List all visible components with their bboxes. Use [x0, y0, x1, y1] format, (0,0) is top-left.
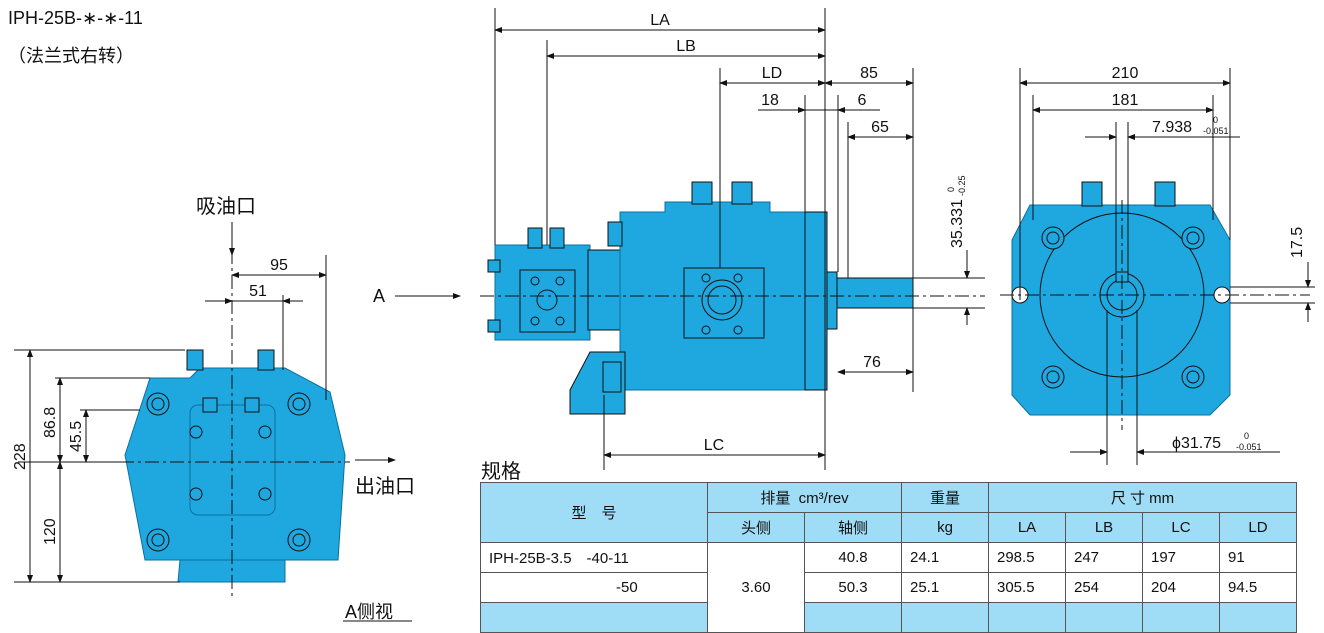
cell-kg: 25.1 [901, 572, 989, 603]
a-side-view [14, 222, 412, 622]
end-view [1000, 68, 1315, 465]
header-lb: LB [1065, 512, 1143, 543]
dim-76: 76 [863, 354, 881, 371]
dim-175: 17.5 [1289, 227, 1306, 258]
dim-210: 210 [1112, 65, 1139, 82]
dim-7938: 7.938 [1152, 119, 1192, 136]
a-arrow-label: A [373, 286, 386, 306]
dim-7938-tol-dn: -0.051 [1203, 126, 1229, 136]
dim-181: 181 [1112, 92, 1139, 109]
dim-7938-tol-up: 0 [1213, 115, 1218, 125]
cell-ld: 91 [1219, 542, 1297, 573]
table-row [480, 602, 1297, 633]
dim-la: LA [650, 12, 670, 29]
cell-kg: 24.1 [901, 542, 989, 573]
cell-shaft: 40.8 [804, 542, 902, 573]
dim-18: 18 [761, 92, 779, 109]
cell-model: -50 [480, 572, 708, 603]
suction-label: 吸油口 [196, 196, 256, 218]
cell-la: 298.5 [988, 542, 1066, 573]
dim-35331-tol-dn: -0.25 [957, 175, 967, 196]
spec-title: 规格 [481, 461, 521, 483]
dim-35331-tol-up: 0 [946, 187, 956, 192]
dim-868: 86.8 [42, 407, 59, 438]
header-lc: LC [1142, 512, 1220, 543]
header-la: LA [988, 512, 1066, 543]
cell-shaft [804, 602, 902, 633]
dim-95: 95 [270, 257, 288, 274]
header-weight-unit: kg [901, 512, 989, 543]
dim-lc: LC [704, 437, 724, 454]
header-shaft-side: 轴侧 [804, 512, 902, 543]
table-row: -50 50.3 25.1 305.5 254 204 94.5 [480, 572, 1297, 603]
cell-lc: 204 [1142, 572, 1220, 603]
cell-kg [901, 602, 989, 633]
dim-85: 85 [860, 65, 878, 82]
dim-65: 65 [871, 119, 889, 136]
cell-lb: 254 [1065, 572, 1143, 603]
cell-ld [1219, 602, 1297, 633]
dim-228: 228 [12, 443, 29, 470]
cell-lb: 247 [1065, 542, 1143, 573]
cell-model: IPH-25B-3.5 -40-11 [480, 542, 708, 573]
dim-35331: 35.331 [949, 199, 966, 248]
header-displacement: 排量 cm³/rev [707, 482, 902, 513]
cell-la: 305.5 [988, 572, 1066, 603]
header-ld: LD [1219, 512, 1297, 543]
cell-model [480, 602, 708, 633]
cell-lc: 197 [1142, 542, 1220, 573]
discharge-label: 出油口 [355, 476, 415, 498]
cell-shaft: 50.3 [804, 572, 902, 603]
dim-455: 45.5 [68, 421, 85, 452]
header-size: 尺 寸 mm [988, 482, 1297, 513]
front-view [395, 8, 985, 470]
cell-lc [1142, 602, 1220, 633]
dim-3175-tol-dn: -0.051 [1236, 442, 1262, 452]
cell-ld: 94.5 [1219, 572, 1297, 603]
model-title: IPH-25B-∗-∗-11 [8, 8, 143, 28]
dim-120: 120 [42, 518, 59, 545]
header-head-side: 头侧 [707, 512, 805, 543]
cell-la [988, 602, 1066, 633]
header-weight: 重量 [901, 482, 989, 513]
header-displacement-label: 排量 [760, 490, 791, 507]
header-model: 型 号 [480, 482, 708, 543]
dim-3175: ϕ31.75 [1172, 435, 1221, 452]
cell-lb [1065, 602, 1143, 633]
model-subtitle: （法兰式右转） [8, 46, 134, 66]
cell-head-value: 3.60 [707, 542, 805, 633]
dim-ld: LD [762, 65, 782, 82]
dim-51: 51 [249, 283, 267, 300]
spec-table: 型 号 排量 cm³/rev 重量 尺 寸 mm 头侧 轴侧 kg LA LB … [480, 482, 1297, 633]
header-displacement-unit: cm³/rev [798, 490, 849, 507]
dim-6: 6 [858, 92, 867, 109]
dim-3175-tol-up: 0 [1244, 431, 1249, 441]
a-side-view-label: A侧视 [345, 602, 394, 622]
dim-lb: LB [676, 38, 696, 55]
table-row: IPH-25B-3.5 -40-11 3.60 40.8 24.1 298.5 … [480, 542, 1297, 633]
